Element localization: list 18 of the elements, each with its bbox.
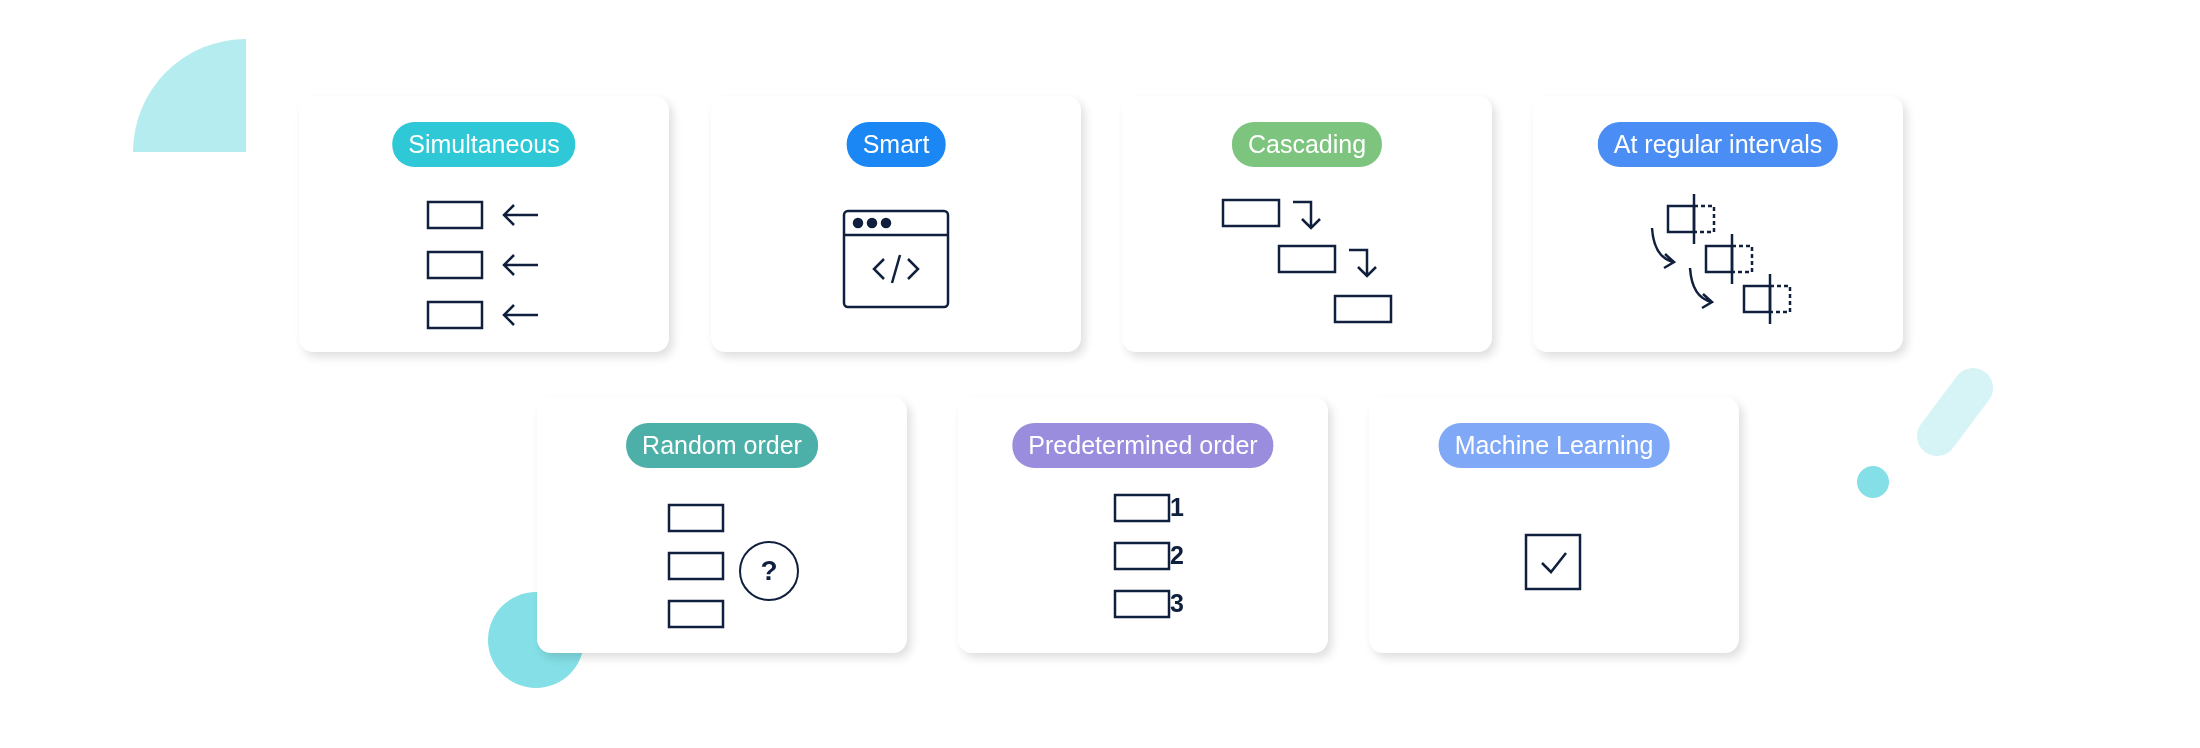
- category-label: Simultaneous: [392, 122, 576, 167]
- order-number: 3: [1170, 589, 1184, 618]
- card: [1533, 96, 1903, 352]
- category-label: At regular intervals: [1597, 122, 1839, 167]
- card: [958, 397, 1328, 653]
- card: [711, 96, 1081, 352]
- category-label: Random order: [626, 423, 818, 468]
- category-label: Machine Learning: [1438, 423, 1670, 468]
- order-number: 1: [1170, 493, 1184, 522]
- card: [1369, 397, 1739, 653]
- card: [1122, 96, 1492, 352]
- card: [299, 96, 669, 352]
- category-label: Cascading: [1231, 122, 1383, 167]
- category-label: Smart: [846, 122, 946, 167]
- order-number: 2: [1170, 541, 1184, 570]
- question-mark-circle: ?: [739, 541, 799, 601]
- category-label: Predetermined order: [1012, 423, 1274, 468]
- card: [537, 397, 907, 653]
